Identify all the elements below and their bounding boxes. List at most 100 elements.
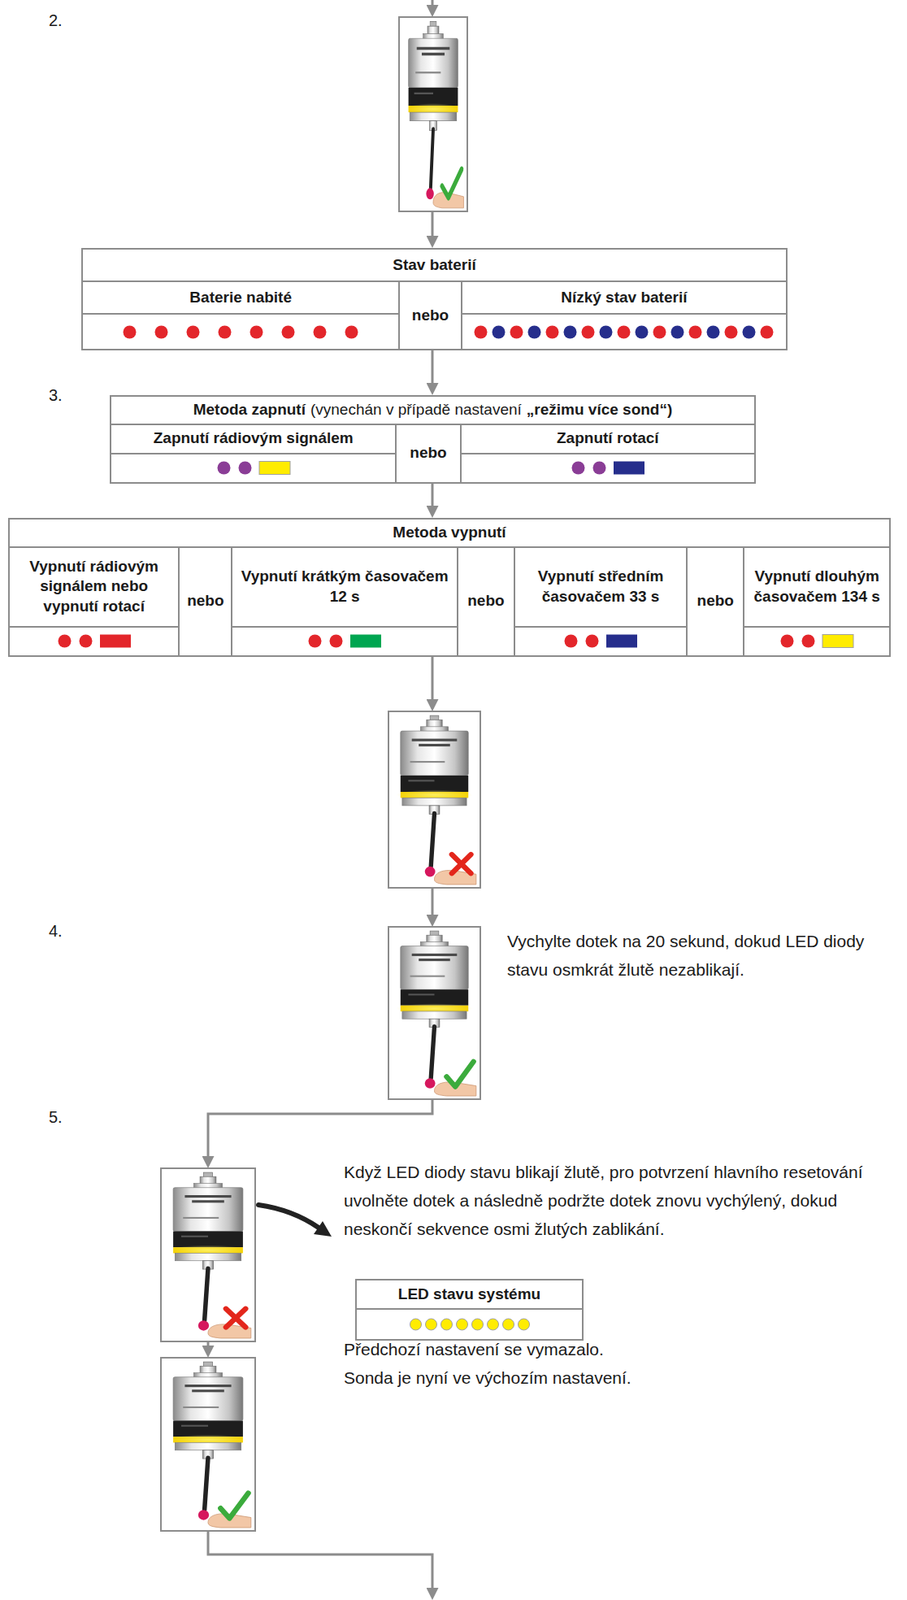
- led-sequence: [215, 459, 292, 477]
- result-text: Předchozí nastavení se vymazalo.: [343, 1334, 881, 1363]
- probe-frame: [160, 1357, 256, 1531]
- cell-text: Vypnutí dlouhým časovačem 134 s: [750, 566, 883, 607]
- led-dot: [617, 325, 631, 339]
- led-cell: [515, 627, 686, 656]
- instruction-text: Když LED diody stavu blikají žlutě, pro …: [343, 1157, 873, 1243]
- table-box: Metoda vypnutíVypnutí rádiovým signálem …: [8, 517, 891, 657]
- led-dot: [528, 325, 542, 339]
- header-text: (vynechán v případě nastavení: [310, 399, 522, 421]
- cell-text: Vypnutí krátkým časovačem 12 s: [238, 566, 450, 607]
- step-number: 5.: [48, 1102, 63, 1132]
- led-dot: [455, 1318, 468, 1330]
- table-cell: Baterie nabité: [82, 282, 399, 313]
- led-sequence: [306, 632, 383, 650]
- probe-frame: [388, 711, 481, 888]
- led-long-flash: [99, 634, 131, 648]
- header-text: Metoda vypnutí: [392, 522, 506, 543]
- led-dot: [671, 325, 685, 339]
- led-cell: [82, 314, 399, 349]
- step-number: 4.: [48, 916, 63, 946]
- cell-text: Vypnutí středním časovačem 33 s: [521, 566, 680, 607]
- led-dot: [216, 461, 231, 475]
- led-dot: [313, 325, 327, 339]
- led-dot: [345, 325, 359, 339]
- cell-text: Zapnutí rotací: [556, 428, 660, 449]
- flow-line: [208, 1098, 433, 1159]
- led-dot: [585, 634, 599, 648]
- led-sequence: [407, 1315, 532, 1333]
- led-sequence: [569, 459, 647, 477]
- led-dot: [78, 634, 92, 648]
- led-dot: [218, 325, 232, 339]
- led-long-flash: [606, 634, 638, 648]
- flow-line: [207, 1340, 210, 1348]
- led-sequence: [56, 632, 133, 650]
- led-dot: [707, 325, 721, 339]
- led-dot: [409, 1318, 421, 1330]
- led-dot: [502, 1318, 514, 1330]
- led-dot: [571, 461, 585, 475]
- led-dot: [510, 325, 524, 339]
- led-dot: [724, 325, 738, 339]
- led-dot: [742, 325, 756, 339]
- cell-text: nebo: [697, 590, 734, 612]
- flow-line: [431, 887, 434, 917]
- led-long-flash: [350, 634, 382, 648]
- led-dot: [282, 325, 296, 339]
- led-dot: [308, 634, 322, 648]
- led-dot: [581, 325, 595, 339]
- led-dot: [492, 325, 506, 339]
- led-dot: [471, 1318, 483, 1330]
- table-box: Stav bateriíBaterie nabiténeboNízký stav…: [81, 247, 788, 351]
- led-sequence: [778, 632, 855, 650]
- probe-frame: [388, 926, 481, 1099]
- curved-arrow: [258, 1204, 319, 1228]
- flow-arrow: [431, 483, 434, 508]
- cell-text: Nízký stav baterií: [560, 287, 687, 309]
- cell-text: nebo: [467, 590, 504, 612]
- table-cell: Zapnutí rádiovým signálem: [111, 425, 395, 453]
- led-cell: [356, 1309, 582, 1339]
- table-cell: Vypnutí středním časovačem 33 s: [515, 547, 686, 626]
- table-cell: Zapnutí rotací: [461, 425, 755, 453]
- led-sequence: [121, 323, 361, 341]
- table-header: Metoda zapnutí(vynechán v případě nastav…: [111, 396, 755, 424]
- table-box: Metoda zapnutí(vynechán v případě nastav…: [109, 394, 756, 484]
- led-cell: [9, 627, 178, 656]
- table-box: LED stavu systému: [355, 1278, 584, 1341]
- led-dot: [599, 325, 613, 339]
- table-cell: nebo: [458, 547, 514, 656]
- led-dot: [781, 634, 795, 648]
- led-cell: [461, 454, 755, 482]
- cell-text: Zapnutí rádiovým signálem: [153, 428, 354, 449]
- led-dot: [155, 325, 169, 339]
- led-dot: [546, 325, 560, 339]
- cell-text: nebo: [186, 590, 224, 612]
- instruction-text: Vychylte dotek na 20 sekund, dokud LED d…: [507, 926, 896, 984]
- led-dot: [635, 325, 649, 339]
- header-text: LED stavu systému: [398, 1284, 541, 1305]
- led-dot: [250, 325, 264, 339]
- probe-picture: [395, 930, 476, 1096]
- cell-text: Vypnutí rádiovým signálem nebo vypnutí r…: [16, 556, 172, 617]
- led-long-flash: [259, 461, 291, 475]
- step-number: 2.: [48, 6, 63, 35]
- led-sequence: [472, 323, 776, 341]
- led-cell: [462, 314, 786, 349]
- led-dot: [517, 1318, 530, 1330]
- table-cell: nebo: [179, 547, 231, 656]
- table-cell: Vypnutí dlouhým časovačem 134 s: [744, 547, 890, 626]
- led-long-flash: [822, 634, 854, 648]
- probe-picture: [405, 21, 465, 209]
- flow-line: [431, 0, 434, 8]
- table-cell: nebo: [399, 282, 461, 349]
- table-cell: Nízký stav baterií: [462, 282, 786, 313]
- led-cell: [232, 627, 456, 656]
- result-text: Sonda je nyní ve výchozím nastavení.: [343, 1362, 881, 1392]
- flow-arrow: [431, 350, 434, 386]
- led-dot: [425, 1318, 437, 1330]
- curved-arrow-head: [313, 1220, 332, 1237]
- probe-picture: [395, 715, 476, 885]
